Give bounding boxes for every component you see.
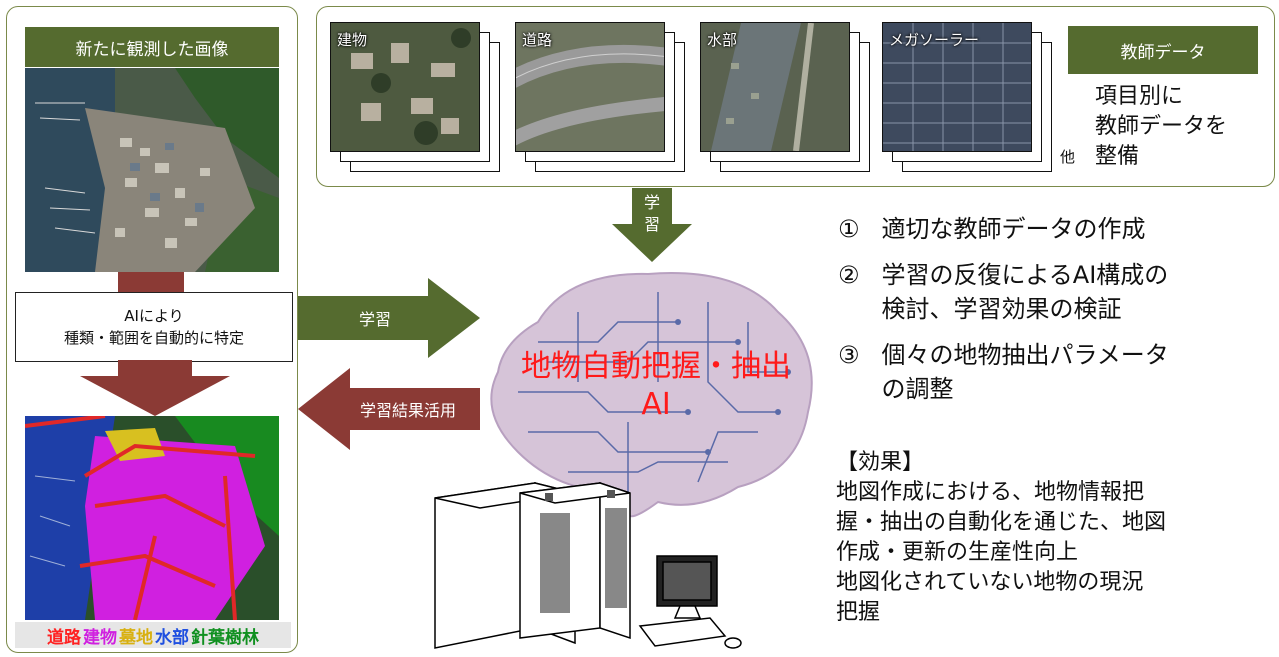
teacher-data-header: 教師データ xyxy=(1068,26,1258,74)
card-stack-building: 建物 xyxy=(330,22,500,172)
server-computers-graphic xyxy=(434,481,742,649)
aerial-photo xyxy=(25,68,279,272)
ai-identification-box: AIにより 種類・範囲を自動的に特定 xyxy=(15,292,293,362)
ai-brain-graphic xyxy=(490,272,813,518)
results-left-label: 学習結果活用 xyxy=(359,401,456,420)
learning-down-arrow xyxy=(612,188,692,262)
legend-cemetery: 墓地 xyxy=(119,627,153,648)
card-stack-megasolar: メガソーラー xyxy=(882,22,1052,172)
effect-line5: 把握 xyxy=(836,600,881,625)
step-3: ③ 個々の地物抽出パラメータの調整 xyxy=(838,341,1169,403)
note-line3: 整備 xyxy=(1095,144,1140,169)
learning-right-label: 学習 xyxy=(358,310,391,329)
ai-box-line1: AIにより xyxy=(124,307,184,325)
steps-list: ① 適切な教師データの作成 ② 学習の反復によるAI構成の検討、学習効果の検証 … xyxy=(838,212,1169,406)
note-line1: 項目別に xyxy=(1095,84,1184,109)
observed-image-header: 新たに観測した画像 xyxy=(25,27,279,67)
effect-heading: 【効果】 xyxy=(836,450,925,475)
learning-down-label: 学 習 xyxy=(643,193,660,234)
effect-line1: 地図作成における、地物情報把 xyxy=(836,480,1145,505)
step-1: ① 適切な教師データの作成 xyxy=(838,215,1146,243)
ai-box-line2: 種類・範囲を自動的に特定 xyxy=(63,329,244,347)
legend-water: 水部 xyxy=(155,627,189,648)
effect-line3: 作成・更新の生産性向上 xyxy=(836,540,1079,565)
card-label-megasolar: メガソーラー xyxy=(889,31,980,49)
note-line2: 教師データを xyxy=(1095,114,1228,139)
other-label: 他 xyxy=(1060,148,1076,166)
step-2: ② 学習の反復によるAI構成の検討、学習効果の検証 xyxy=(838,261,1169,323)
legend-conifer: 針葉樹林 xyxy=(191,627,259,648)
effect-line4: 地図化されていない地物の現況 xyxy=(836,570,1144,595)
brain-title: 地物自動把握・抽出 AI xyxy=(486,348,826,424)
brain-title-line1: 地物自動把握・抽出 xyxy=(521,349,791,384)
legend-road: 道路 xyxy=(47,627,81,648)
card-label-building: 建物 xyxy=(337,31,368,49)
down-arrow-upper xyxy=(118,272,184,292)
card-stack-road: 道路 xyxy=(515,22,685,172)
classified-map xyxy=(25,416,279,620)
legend-building: 建物 xyxy=(83,627,117,648)
learning-right-arrow xyxy=(298,278,480,358)
card-label-road: 道路 xyxy=(522,31,553,49)
card-label-water: 水部 xyxy=(707,31,738,49)
effect-line2: 握・抽出の自動化を通じた、地図 xyxy=(836,510,1167,535)
card-stack-water: 水部 xyxy=(700,22,870,172)
results-left-arrow xyxy=(298,368,480,450)
down-arrow xyxy=(80,360,230,416)
effect-section: 【効果】 地図作成における、地物情報把 握・抽出の自動化を通じた、地図 作成・更… xyxy=(836,448,1166,628)
category-legend: 道路 建物 墓地 水部 針葉樹林 xyxy=(15,622,291,648)
teacher-data-note: 項目別に 教師データを 整備 xyxy=(1095,82,1227,172)
brain-title-line2: AI xyxy=(641,387,671,422)
